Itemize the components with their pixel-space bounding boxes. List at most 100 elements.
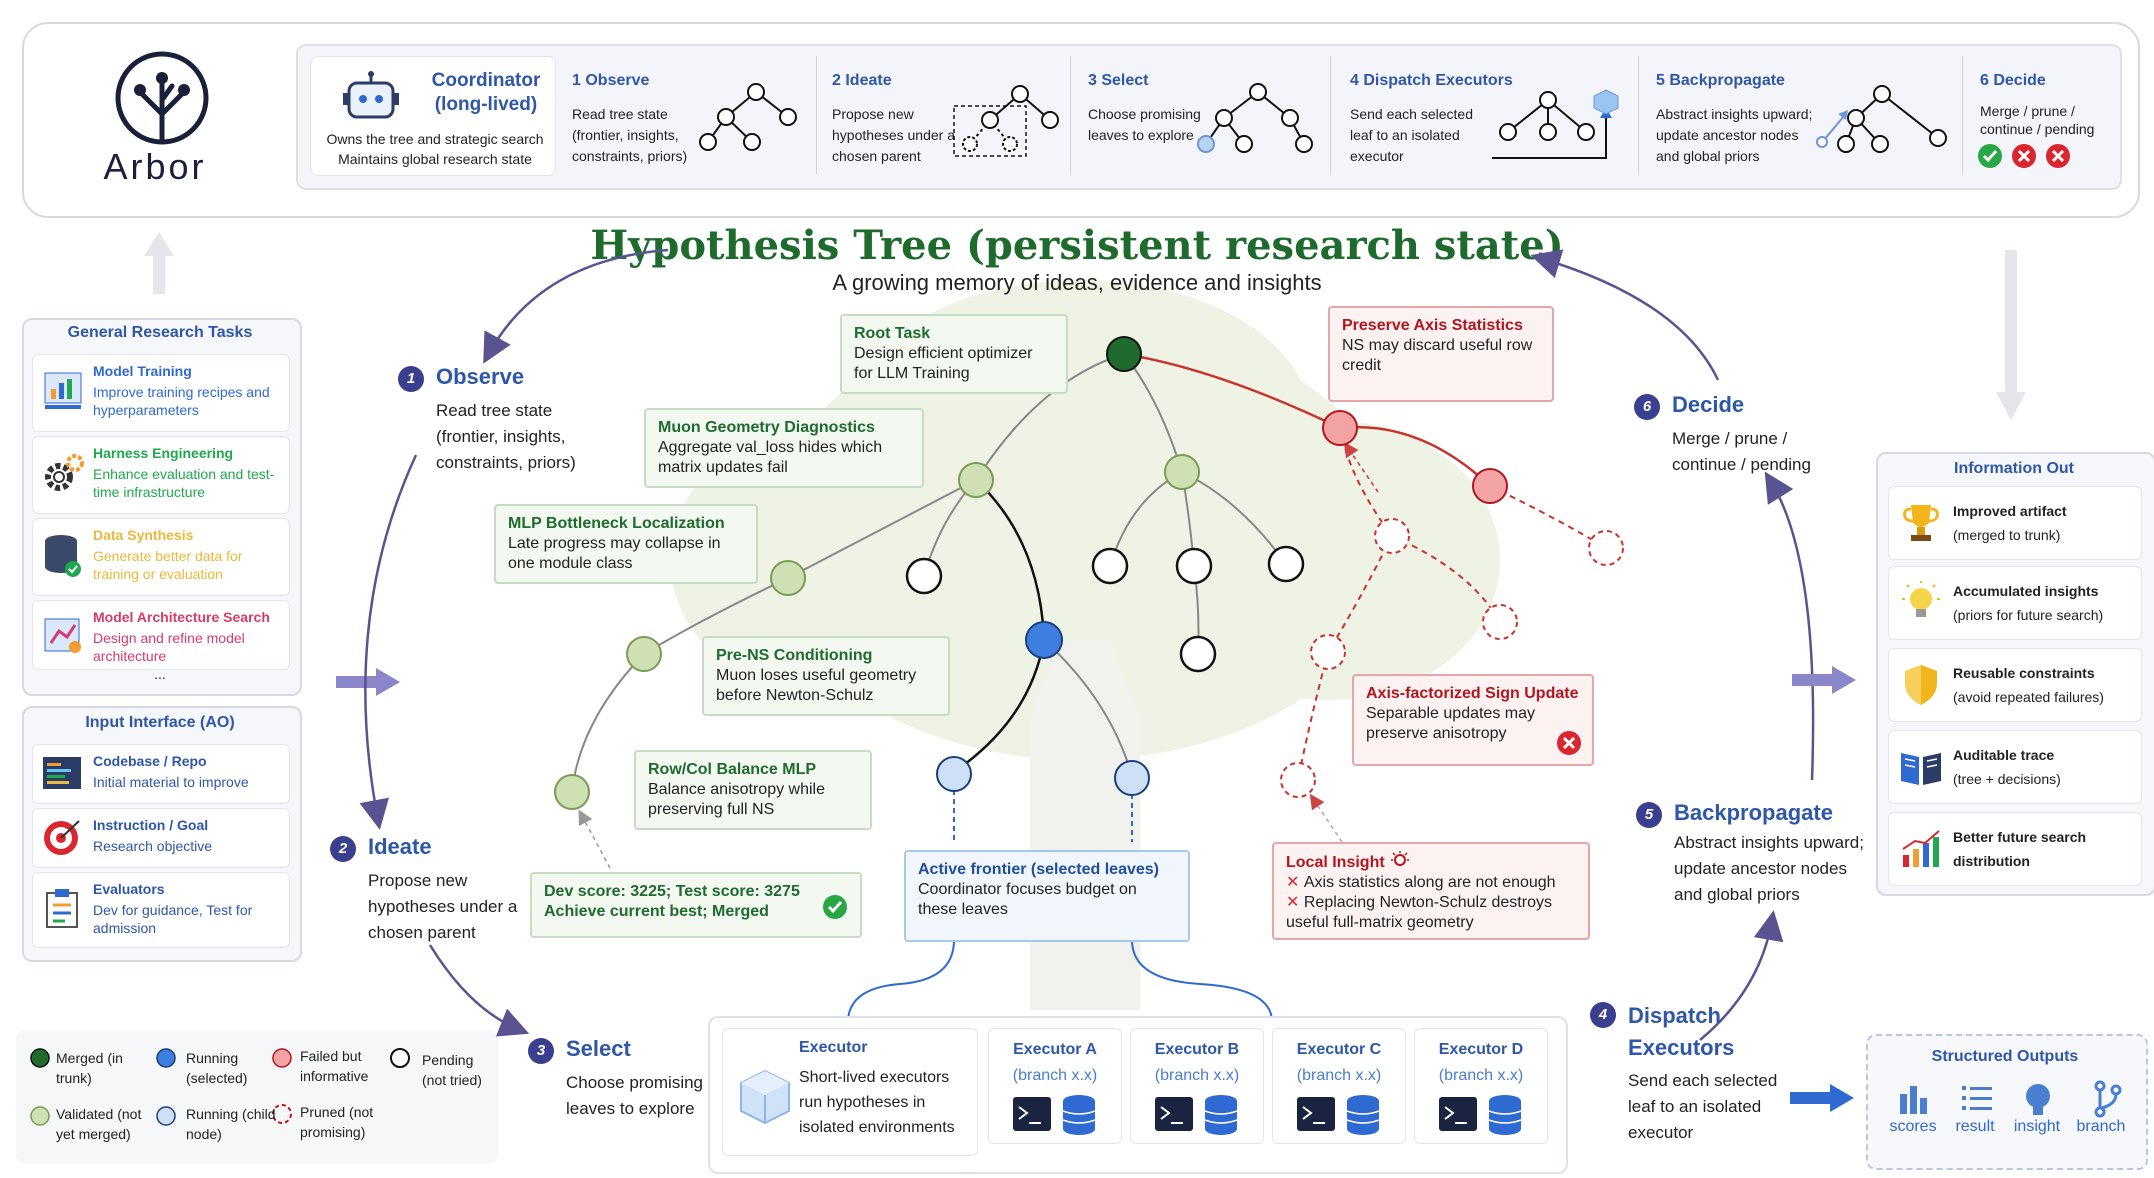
dispatch-tree-icon bbox=[1492, 89, 1619, 159]
phase-decide: 6 Decide Merge / prune / continue / pend… bbox=[1634, 392, 1834, 482]
note-title: Root Task bbox=[854, 325, 931, 342]
legend-running: Running (selected) bbox=[186, 1050, 248, 1086]
note-desc: Muon loses useful geometry before Newton… bbox=[716, 667, 917, 704]
task-title: Model Architecture Search bbox=[93, 609, 270, 625]
structured-label-insight: insight bbox=[2013, 1118, 2061, 1135]
insight-item: Replacing Newton-Schulz destroys useful … bbox=[1286, 894, 1552, 931]
phase-title: Backpropagate bbox=[1674, 800, 1833, 825]
input-evaluators[interactable]: Evaluators Dev for guidance, Test for ad… bbox=[32, 872, 290, 948]
coordinator-card: Coordinator (long-lived) Owns the tree a… bbox=[310, 56, 556, 176]
out-accumulated-insights[interactable]: Accumulated insights (priors for future … bbox=[1888, 566, 2142, 640]
executor-b[interactable]: Executor B (branch x.x) bbox=[1130, 1028, 1264, 1144]
observe-tree-icon bbox=[699, 83, 797, 151]
insight-icon bbox=[2026, 1084, 2050, 1115]
out-desc: (merged to trunk) bbox=[1953, 527, 2061, 543]
legend-child: Running (child node) bbox=[186, 1106, 276, 1142]
executor-name: Executor C bbox=[1296, 1041, 1382, 1058]
executor-name: Executor A bbox=[1013, 1041, 1097, 1058]
phase-number: 2 bbox=[330, 836, 356, 862]
executor-title: Executor bbox=[799, 1039, 868, 1056]
phase-number: 5 bbox=[1636, 802, 1662, 828]
executor-desc: Short-lived executors run hypotheses in … bbox=[799, 1069, 955, 1136]
phase-desc: Propose new hypotheses under a chosen pa… bbox=[368, 871, 518, 942]
structured-label-result: result bbox=[1955, 1118, 1995, 1135]
terminal-database-icons bbox=[1155, 1095, 1238, 1135]
step-title: 6 Decide bbox=[1980, 72, 2046, 89]
input-title: Instruction / Goal bbox=[93, 817, 209, 833]
phase-desc: Choose promising leaves to explore bbox=[566, 1073, 704, 1118]
branch-icon bbox=[2094, 1080, 2122, 1118]
legend-validated: Validated (not yet merged) bbox=[56, 1106, 142, 1142]
phase-title: Observe bbox=[436, 364, 525, 389]
growth-chart-icon bbox=[1902, 830, 1940, 867]
executor-c[interactable]: Executor C (branch x.x) bbox=[1272, 1028, 1406, 1144]
phase-number: 1 bbox=[398, 366, 424, 392]
lightbulb-icon bbox=[1902, 581, 1940, 617]
out-desc: distribution bbox=[1953, 853, 2030, 869]
output-arrow-icon bbox=[1792, 666, 1856, 694]
phase-number: 4 bbox=[1590, 1002, 1616, 1028]
code-editor-icon bbox=[43, 757, 81, 789]
input-desc: Research objective bbox=[93, 838, 213, 854]
task-architecture-search[interactable]: Model Architecture Search Design and ref… bbox=[32, 600, 290, 670]
phase-title: Select bbox=[566, 1036, 631, 1061]
executor-branch: (branch x.x) bbox=[1154, 1067, 1240, 1084]
task-title: Model Training bbox=[93, 363, 192, 379]
shield-icon bbox=[1905, 665, 1937, 705]
executor-name: Executor B bbox=[1154, 1041, 1240, 1058]
phase-number: 3 bbox=[528, 1038, 554, 1064]
executor-a[interactable]: Executor A (branch x.x) bbox=[988, 1028, 1122, 1144]
terminal-database-icons bbox=[1439, 1095, 1522, 1135]
step-desc: Abstract insights upward; update ancesto… bbox=[1656, 106, 1813, 164]
out-title: Reusable constraints bbox=[1953, 665, 2095, 681]
gear-icon bbox=[45, 454, 84, 491]
task-model-training[interactable]: Model Training Improve training recipes … bbox=[32, 354, 290, 432]
out-title: Better future search bbox=[1953, 829, 2087, 845]
research-tasks-title: General Research Tasks bbox=[67, 324, 253, 341]
select-tree-icon bbox=[1197, 83, 1313, 153]
out-desc: (priors for future search) bbox=[1953, 607, 2104, 623]
phase-title: Decide bbox=[1672, 392, 1745, 417]
executor-branch: (branch x.x) bbox=[1012, 1067, 1098, 1084]
out-improved-artifact[interactable]: Improved artifact (merged to trunk) bbox=[1888, 486, 2142, 560]
task-harness-engineering[interactable]: Harness Engineering Enhance evaluation a… bbox=[32, 436, 290, 514]
input-instruction[interactable]: Instruction / Goal Research objective bbox=[32, 808, 290, 868]
score-status: Achieve current best; Merged bbox=[544, 903, 769, 920]
brand-name: Arbor bbox=[103, 146, 207, 187]
structured-label-branch: branch bbox=[2076, 1118, 2126, 1135]
coordinator-title: Coordinator (long-lived) bbox=[431, 70, 541, 115]
input-codebase[interactable]: Codebase / Repo Initial material to impr… bbox=[32, 744, 290, 804]
task-title: Data Synthesis bbox=[93, 527, 194, 543]
trophy-icon bbox=[1903, 505, 1939, 541]
phase-backprop: 5 Backpropagate Abstract insights upward… bbox=[1636, 800, 1876, 910]
down-arrow-icon bbox=[1996, 250, 2026, 420]
task-data-synthesis[interactable]: Data Synthesis Generate better data for … bbox=[32, 518, 290, 596]
note-title: Row/Col Balance MLP bbox=[648, 761, 817, 778]
legend-merged: Merged (in trunk) bbox=[56, 1050, 123, 1086]
out-reusable-constraints[interactable]: Reusable constraints (avoid repeated fai… bbox=[1888, 648, 2142, 722]
task-desc: Improve training recipes and hyperparame… bbox=[93, 384, 270, 418]
phase-select: 3 Select Choose promising leaves to expl… bbox=[528, 1036, 728, 1136]
executor-info-card: Executor Short-lived executors run hypot… bbox=[722, 1028, 978, 1156]
phase-desc: Read tree state (frontier, insights, con… bbox=[436, 401, 576, 472]
insight-item: Axis statistics along are not enough bbox=[1303, 874, 1556, 891]
step-title: 3 Select bbox=[1088, 72, 1149, 89]
ideate-tree-icon bbox=[953, 85, 1059, 157]
note-desc: Coordinator focuses budget on these leav… bbox=[918, 881, 1137, 918]
executor-d[interactable]: Executor D (branch x.x) bbox=[1414, 1028, 1548, 1144]
out-better-search[interactable]: Better future search distribution bbox=[1888, 812, 2142, 886]
phase-desc: Send each selected leaf to an isolated e… bbox=[1628, 1071, 1778, 1142]
information-out-title: Information Out bbox=[1954, 460, 2074, 477]
note-local-insight: Local Insight ✕ Axis statistics along ar… bbox=[1272, 842, 1590, 940]
out-auditable-trace[interactable]: Auditable trace (tree + decisions) bbox=[1888, 730, 2142, 804]
structured-outputs-title: Structured Outputs bbox=[1931, 1048, 2079, 1065]
step-decide: 6 Decide Merge / prune / continue / pend… bbox=[1980, 56, 2110, 176]
arbor-tree-icon bbox=[115, 51, 209, 145]
close-icon: ✕ bbox=[1286, 874, 1300, 891]
phase-observe: 1 Observe Read tree state (frontier, ins… bbox=[398, 364, 638, 474]
